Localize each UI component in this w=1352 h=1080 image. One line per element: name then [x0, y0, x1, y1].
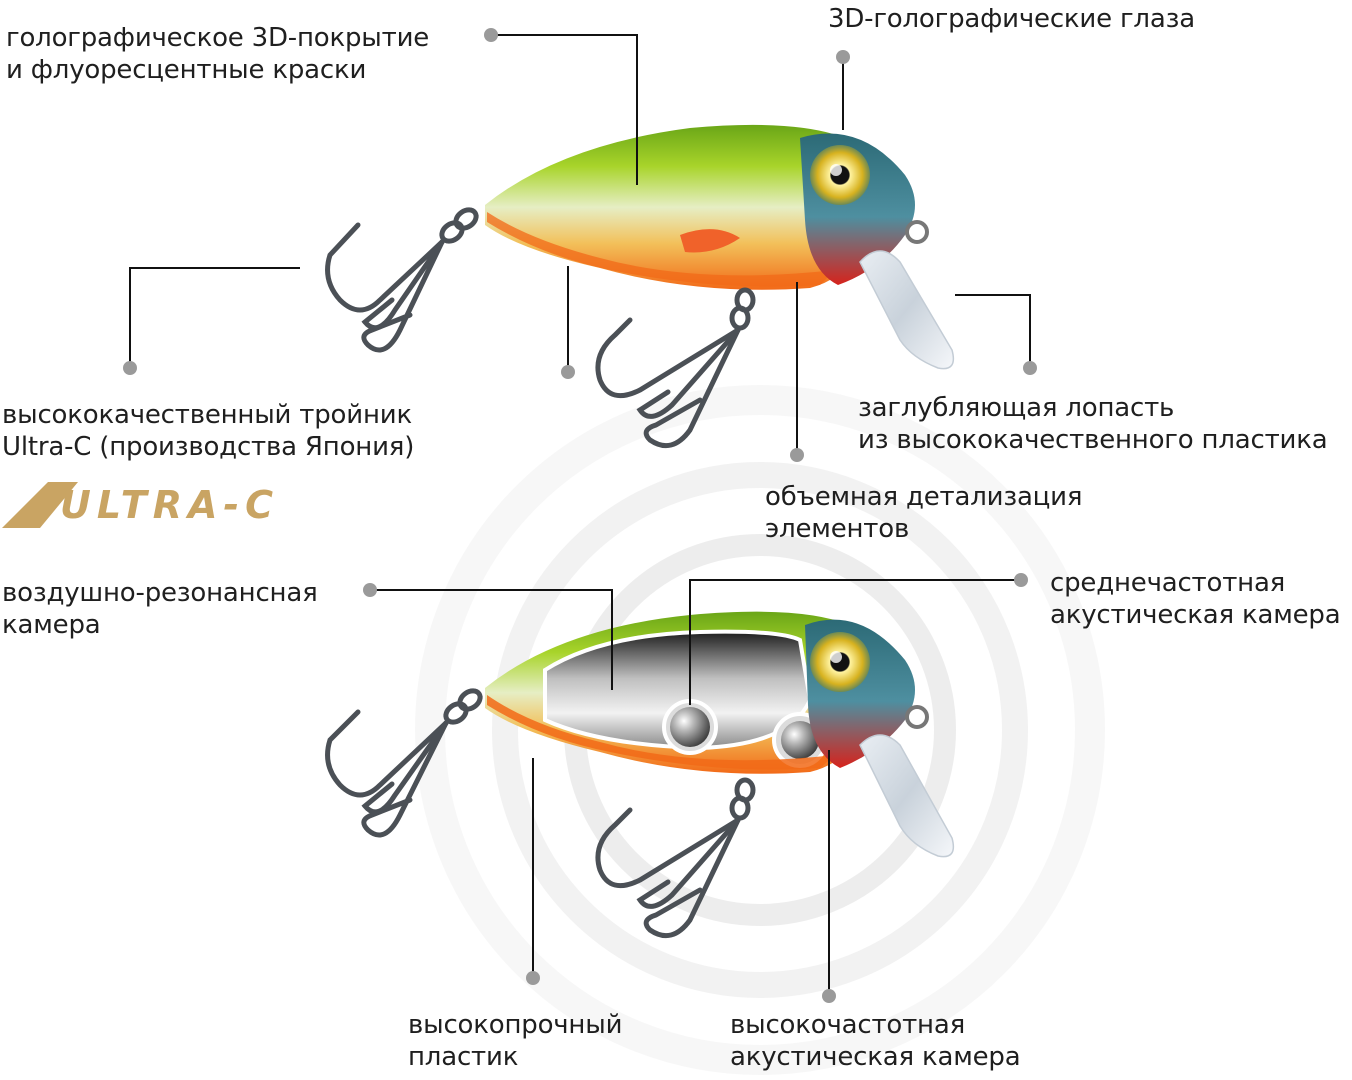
- label-high-chamber: высокочастотная акустическая камера: [730, 1010, 1021, 1072]
- leader-mid-chamber: [689, 579, 1021, 705]
- lure-bottom: [325, 611, 955, 939]
- ultra-c-logo: ULTRA-C: [2, 482, 279, 528]
- belly-stripe-top: [487, 212, 835, 287]
- dot-detail: [790, 448, 804, 462]
- label-air-chamber: воздушно-резонансная камера: [2, 578, 318, 640]
- label-lip: заглубляющая лопасть из высококачественн…: [858, 393, 1328, 455]
- dot-air-chamber: [363, 583, 377, 597]
- line-tie-top: [905, 220, 929, 244]
- eye-top: [810, 145, 870, 205]
- label-eyes: 3D-голографические глаза: [828, 4, 1195, 34]
- line-tie-bottom: [905, 705, 929, 729]
- svg-text:ULTRA-C: ULTRA-C: [60, 483, 279, 527]
- sound-rings: [415, 385, 1105, 1075]
- leader-lines: [129, 34, 1031, 996]
- leader-treble-hook: [129, 267, 300, 368]
- fin-top: [680, 229, 740, 253]
- dot-lip: [1023, 361, 1037, 375]
- label-plastic: высокопрочный пластик: [408, 1010, 623, 1072]
- leader-coating: [491, 34, 638, 185]
- dot-plastic: [526, 971, 540, 985]
- lip-top: [859, 250, 955, 370]
- label-mid-chamber: среднечастотная акустическая камера: [1050, 568, 1341, 630]
- label-coating: голографическое 3D-покрытие и флуоресцен…: [6, 23, 430, 85]
- lure-body-top: [485, 124, 870, 290]
- leader-dots: [123, 28, 1037, 1003]
- dot-treble-hook: [123, 361, 137, 375]
- dot-high-chamber: [822, 989, 836, 1003]
- dot-eyes: [836, 50, 850, 64]
- lip-bottom: [859, 734, 955, 858]
- belly-hook-top: [595, 287, 756, 449]
- label-treble-hook: высококачественный тройник Ultra-C (прои…: [2, 400, 415, 462]
- rear-hook-top: [325, 207, 479, 353]
- dot-mid-chamber: [1014, 573, 1028, 587]
- leader-air-chamber: [370, 589, 613, 690]
- dot-detail-line: [561, 365, 575, 379]
- belly-stripe-bottom: [487, 695, 835, 770]
- rear-hook-bottom: [325, 688, 483, 838]
- belly-hook-bottom: [595, 777, 756, 939]
- dot-coating: [484, 28, 498, 42]
- lure-top: [325, 124, 955, 449]
- leader-lip: [955, 294, 1031, 368]
- eye-bottom: [810, 632, 870, 692]
- label-detail: объемная детализация элементов: [765, 482, 1083, 544]
